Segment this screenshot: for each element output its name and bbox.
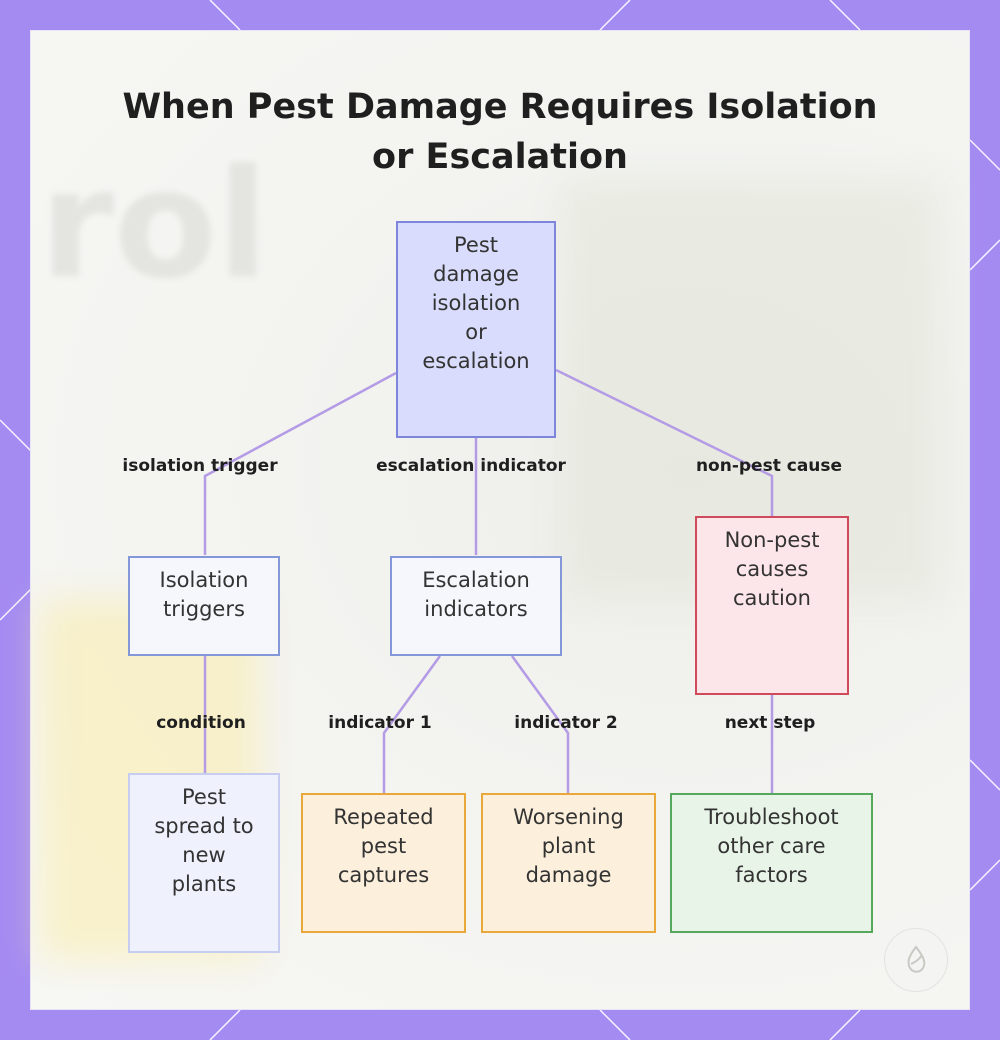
- node-escalation-line: Escalation: [422, 566, 530, 595]
- node-nonpest-line: caution: [725, 584, 820, 613]
- node-isolation-triggers: Isolation triggers: [128, 556, 280, 656]
- node-root-pest-damage: Pest damage isolation or escalation: [396, 221, 556, 438]
- node-root-line: or: [422, 318, 529, 347]
- leaf-drop-icon: [898, 942, 934, 978]
- title-line-1: When Pest Damage Requires Isolation: [100, 82, 900, 132]
- node-isolation-line: Isolation: [160, 566, 249, 595]
- node-troubleshoot-line: other care: [704, 832, 838, 861]
- edge-label-escalation-indicator: escalation indicator: [376, 456, 566, 476]
- node-spread-line: spread to: [154, 812, 253, 841]
- node-root-line: damage: [422, 260, 529, 289]
- node-spread-line: Pest: [154, 783, 253, 812]
- node-repeated-pest-captures: Repeated pest captures: [301, 793, 466, 933]
- node-isolation-line: triggers: [160, 595, 249, 624]
- edge-label-isolation-trigger: isolation trigger: [122, 456, 277, 476]
- node-troubleshoot-line: Troubleshoot: [704, 803, 838, 832]
- edge-label-indicator-2: indicator 2: [514, 713, 617, 733]
- title-line-2: or Escalation: [100, 132, 900, 182]
- node-repeated-line: pest: [333, 832, 433, 861]
- node-nonpest-line: causes: [725, 555, 820, 584]
- node-escalation-indicators: Escalation indicators: [390, 556, 562, 656]
- node-worsening-line: damage: [513, 861, 624, 890]
- node-troubleshoot-care-factors: Troubleshoot other care factors: [670, 793, 873, 933]
- node-worsening-line: Worsening: [513, 803, 624, 832]
- node-nonpest-line: Non-pest: [725, 526, 820, 555]
- edge-label-condition: condition: [156, 713, 246, 733]
- node-root-line: escalation: [422, 347, 529, 376]
- edge-label-non-pest-cause: non-pest cause: [696, 456, 842, 476]
- edge-label-next-step: next step: [725, 713, 816, 733]
- node-spread-line: plants: [154, 870, 253, 899]
- node-repeated-line: Repeated: [333, 803, 433, 832]
- connector-root-nonpest: [556, 370, 772, 516]
- node-worsening-plant-damage: Worsening plant damage: [481, 793, 656, 933]
- node-spread-line: new: [154, 841, 253, 870]
- node-worsening-line: plant: [513, 832, 624, 861]
- node-non-pest-causes: Non-pest causes caution: [695, 516, 849, 695]
- brand-logo: [884, 928, 948, 992]
- page-title: When Pest Damage Requires Isolation or E…: [100, 82, 900, 182]
- node-pest-spread: Pest spread to new plants: [128, 773, 280, 953]
- node-troubleshoot-line: factors: [704, 861, 838, 890]
- node-escalation-line: indicators: [422, 595, 530, 624]
- node-repeated-line: captures: [333, 861, 433, 890]
- node-root-line: Pest: [422, 231, 529, 260]
- node-root-line: isolation: [422, 289, 529, 318]
- edge-label-indicator-1: indicator 1: [328, 713, 431, 733]
